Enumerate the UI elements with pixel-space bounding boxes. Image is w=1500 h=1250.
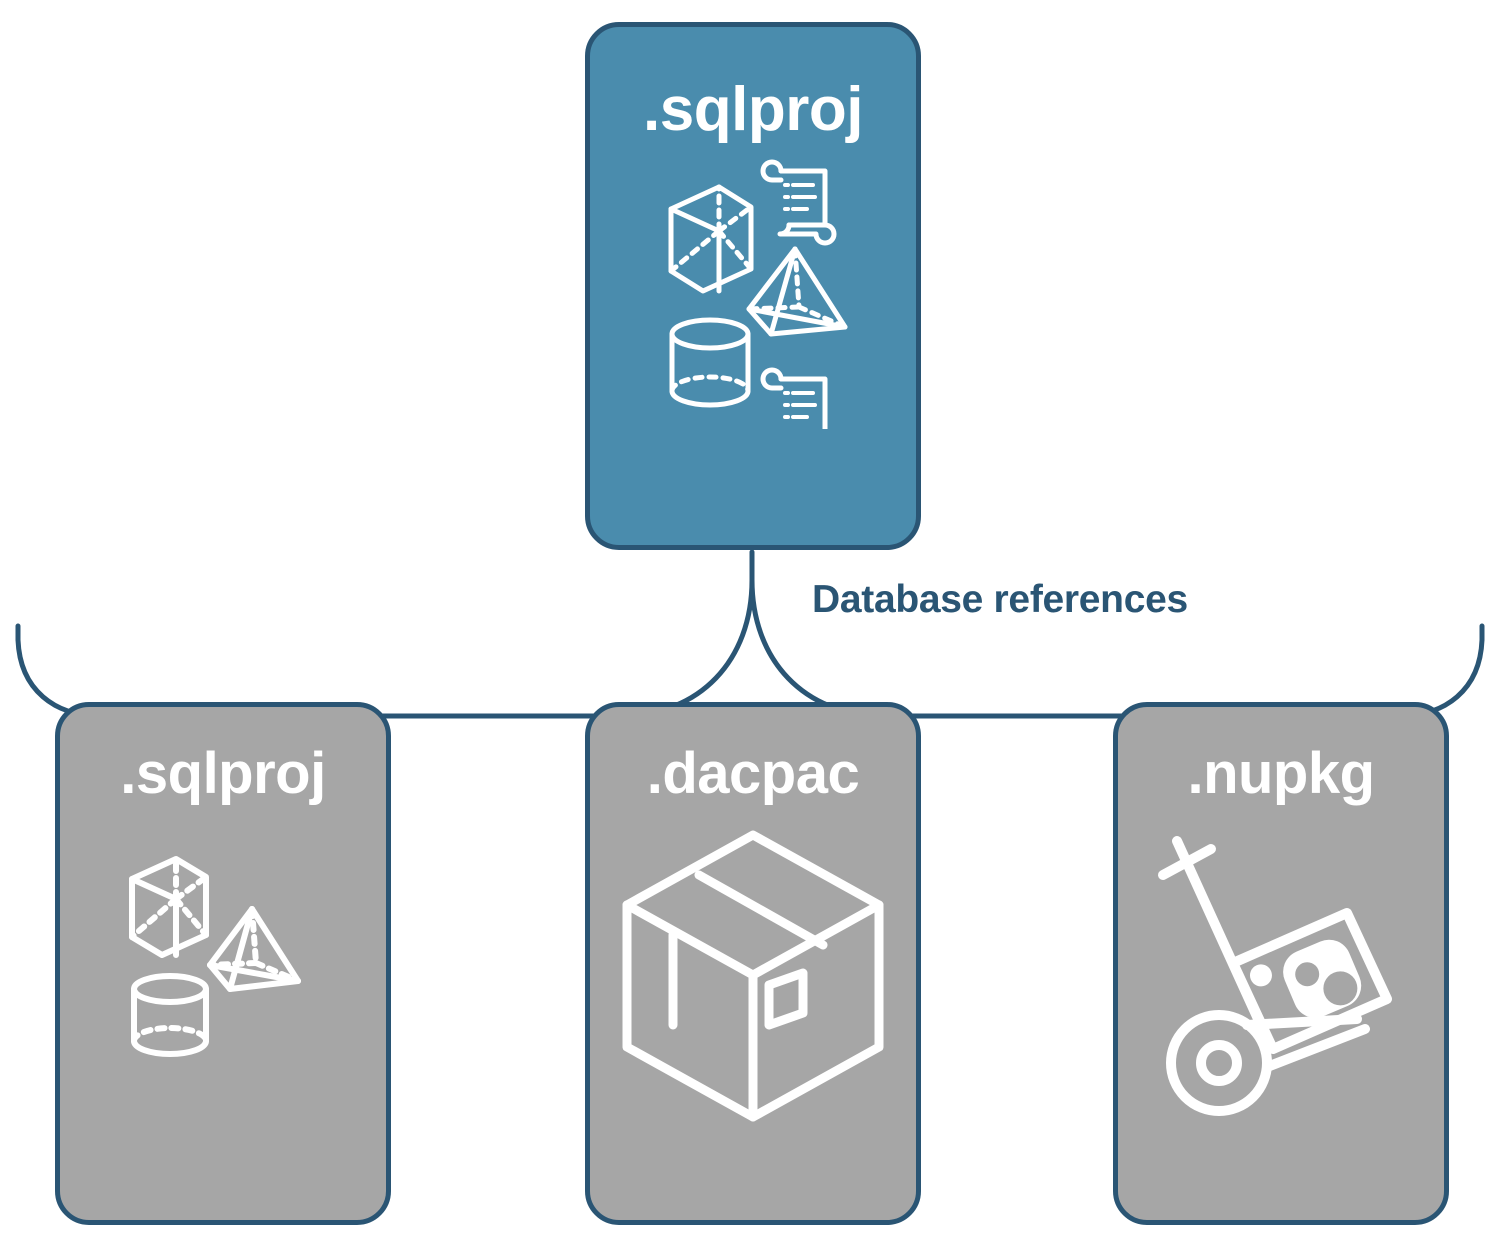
sqlproj-icon-group: [118, 843, 328, 1063]
nupkg-icon-group: [1151, 833, 1411, 1123]
package-box-icon: [622, 830, 884, 1122]
dacpac-icon-group: [613, 825, 893, 1125]
pyramid-icon: [207, 906, 301, 992]
cylinder-icon: [131, 973, 209, 1057]
node-ref-nupkg-label: .nupkg: [1187, 741, 1375, 806]
node-ref-sqlproj-label: .sqlproj: [120, 741, 326, 806]
scroll-icon: [760, 159, 837, 246]
cube-icon: [129, 856, 209, 958]
node-ref-sqlproj[interactable]: .sqlproj: [55, 702, 391, 1225]
node-ref-dacpac[interactable]: .dacpac: [585, 702, 921, 1225]
root-icon-group: [653, 159, 853, 454]
pyramid-icon: [746, 246, 848, 337]
scroll-icon: [760, 367, 837, 454]
node-root-sqlproj[interactable]: .sqlproj: [585, 22, 921, 550]
nuget-logo-icon: [1249, 939, 1362, 1018]
node-ref-nupkg[interactable]: .nupkg: [1113, 702, 1449, 1225]
node-ref-dacpac-label: .dacpac: [646, 741, 860, 806]
hand-truck-nuget-icon: [1158, 836, 1392, 1116]
cylinder-icon: [669, 317, 751, 408]
connector-label: Database references: [812, 578, 1188, 621]
node-root-label: .sqlproj: [643, 75, 863, 144]
cube-icon: [668, 184, 754, 294]
